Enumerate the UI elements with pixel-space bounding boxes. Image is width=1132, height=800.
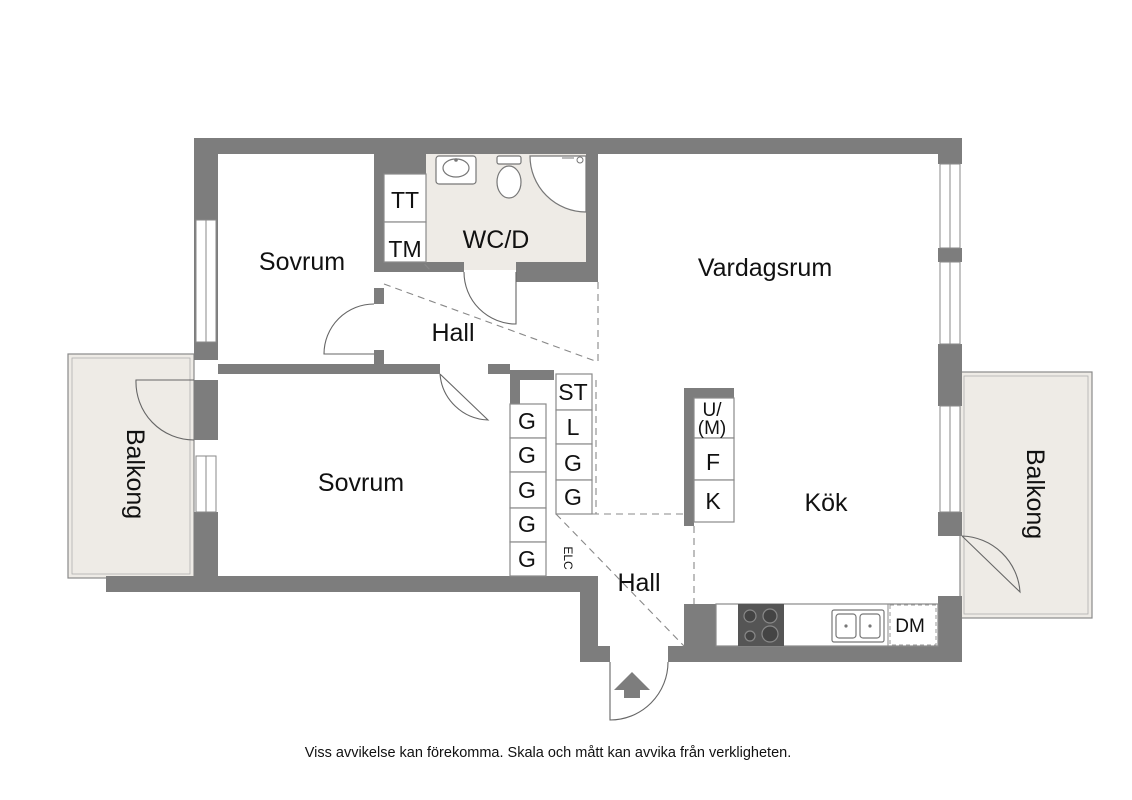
balcony-right	[959, 371, 1093, 619]
room-label-balcony-left: Balkong	[121, 429, 149, 519]
stove-icon	[738, 604, 784, 646]
room-label-hall-lower: Hall	[617, 569, 660, 597]
label-storage-g-1: G	[518, 408, 536, 434]
label-storage-l: L	[567, 414, 580, 440]
room-label-kitchen: Kök	[804, 489, 848, 517]
balcony-left	[67, 353, 195, 579]
room-label-bedroom-upper: Sovrum	[259, 248, 345, 276]
room-label-living-room: Vardagsrum	[698, 254, 832, 282]
disclaimer-text: Viss avvikelse kan förekomma. Skala och …	[305, 745, 792, 761]
doors	[135, 271, 1021, 721]
label-storage-st: ST	[558, 379, 587, 405]
label-dryer: TT	[391, 187, 419, 213]
label-electrical: ELC	[561, 546, 575, 570]
toilet-icon	[496, 155, 522, 199]
kitchen-sink-icon	[831, 609, 885, 643]
sink-icon	[435, 155, 477, 185]
label-storage-um-line2: (M)	[698, 418, 726, 439]
zone-lines	[383, 219, 930, 647]
storage-cabinets	[509, 373, 735, 577]
label-dishwasher: DM	[895, 616, 925, 637]
label-storage-g-5: G	[518, 546, 536, 572]
label-storage-f: F	[706, 449, 720, 475]
room-label-hall-upper: Hall	[431, 319, 474, 347]
label-storage-um-line1: U/	[703, 400, 723, 421]
label-storage-g-4: G	[518, 511, 536, 537]
dishwasher-cabinet	[889, 604, 937, 646]
label-storage-k: K	[705, 488, 721, 514]
shower-icon	[529, 155, 587, 213]
label-storage-g-2: G	[518, 442, 536, 468]
windows	[195, 163, 961, 513]
room-label-bathroom: WC/D	[463, 226, 530, 254]
room-label-balcony-right: Balkong	[1021, 449, 1049, 539]
appliance-cabinets	[383, 173, 427, 263]
label-storage-g-3: G	[518, 477, 536, 503]
label-storage-g-7: G	[564, 484, 582, 510]
label-storage-g-6: G	[564, 450, 582, 476]
entrance-arrow-icon	[614, 672, 650, 698]
room-label-bedroom-lower: Sovrum	[318, 469, 404, 497]
label-washer: TM	[388, 236, 421, 262]
